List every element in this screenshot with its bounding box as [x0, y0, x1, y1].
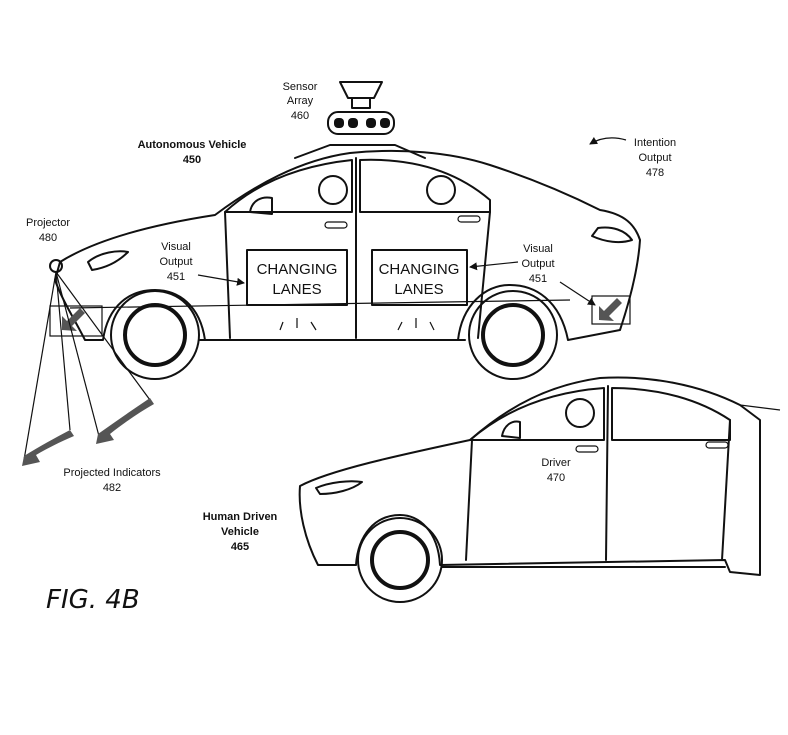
- intention-output-line2: Output: [638, 152, 671, 164]
- hv-body-outline: [298, 376, 761, 576]
- rear-arrow-panel: [591, 295, 631, 325]
- av-front-rim: [123, 303, 187, 367]
- driver-num: 470: [547, 472, 565, 484]
- autonomous-vehicle-num: 450: [183, 154, 201, 166]
- intention-output-line1: Intention: [634, 137, 676, 149]
- human-driven-vehicle-num: 465: [231, 541, 249, 553]
- av-rear-window: [359, 158, 491, 213]
- hv-rear-door-edge: [721, 419, 731, 561]
- label-visual-output-rear: Visual Output 451: [521, 243, 554, 285]
- front-arrow-icon: [62, 308, 85, 331]
- human-driven-vehicle: [298, 376, 781, 603]
- door-sign-rear-line1: CHANGING: [379, 261, 460, 278]
- visual-output-front-line1: Visual: [161, 241, 191, 253]
- hv-window-rear: [611, 387, 731, 441]
- hv-side-mirror: [501, 420, 521, 439]
- av-rear-rim: [481, 303, 545, 367]
- rear-arrow-icon: [599, 298, 622, 321]
- av-door-handle-rear: [457, 215, 481, 223]
- front-arrow-panel: [49, 305, 103, 337]
- av-tail-light: [591, 226, 633, 244]
- intention-output-arrow: [589, 136, 627, 145]
- door-sign-front: CHANGING LANES: [246, 249, 348, 331]
- projected-indicators-line1: Projected Indicators: [63, 467, 161, 479]
- hv-front-rim: [370, 530, 430, 590]
- hv-trunk-line: [739, 404, 781, 411]
- human-driven-vehicle-line1: Human Driven: [203, 511, 278, 523]
- projector: [23, 259, 151, 461]
- door-sign-front-line2: LANES: [272, 281, 321, 298]
- hv-front-wheel: [357, 517, 443, 603]
- projected-indicators-num: 482: [103, 482, 121, 494]
- human-driven-vehicle-line2: Vehicle: [221, 526, 259, 538]
- label-projected-indicators: Projected Indicators 482: [63, 467, 161, 494]
- av-side-mirror: [249, 196, 273, 215]
- label-driver: Driver 470: [541, 457, 571, 484]
- autonomous-vehicle: [54, 149, 641, 380]
- av-front-door-edge: [224, 211, 231, 339]
- door-sign-rear-line2: LANES: [394, 281, 443, 298]
- label-projector: Projector 480: [26, 217, 70, 244]
- sensor-array-line1: Sensor: [283, 81, 318, 93]
- projector-num: 480: [39, 232, 57, 244]
- leader-visual-output-rear-panel: [559, 281, 596, 306]
- sensor-array-line2: Array: [287, 95, 314, 107]
- av-occupant-front: [318, 175, 348, 205]
- figure-label: FIG. 4B: [46, 585, 140, 615]
- av-rear-door-edge: [477, 211, 491, 339]
- autonomous-vehicle-line1: Autonomous Vehicle: [138, 139, 247, 151]
- visual-output-rear-num: 451: [529, 273, 547, 285]
- visual-output-rear-line1: Visual: [523, 243, 553, 255]
- av-front-wheel: [110, 290, 200, 380]
- visual-output-front-line2: Output: [159, 256, 192, 268]
- hv-door-handle-rear: [705, 441, 729, 449]
- leader-visual-output-rear-sign: [469, 261, 519, 271]
- visual-output-front-num: 451: [167, 271, 185, 283]
- leader-visual-output-front: [197, 274, 245, 286]
- label-sensor-array: Sensor Array 460: [283, 81, 318, 122]
- av-window-frame: [224, 159, 353, 213]
- hv-window-front: [469, 387, 605, 441]
- visual-output-rear-line2: Output: [521, 258, 554, 270]
- projector-line1: Projector: [26, 217, 70, 229]
- hv-door-handle-front: [575, 445, 599, 453]
- sensor-array-num: 460: [291, 110, 309, 122]
- hv-headlight: [315, 480, 363, 495]
- label-human-driven-vehicle: Human Driven Vehicle 465: [203, 511, 278, 553]
- hv-front-door-edge: [465, 439, 473, 561]
- av-door-handle-front: [324, 221, 348, 229]
- label-visual-output-front: Visual Output 451: [159, 241, 192, 283]
- projected-indicators: [22, 398, 154, 466]
- av-rear-wheel: [468, 290, 558, 380]
- av-headlight: [87, 250, 129, 271]
- door-sign-rear: CHANGING LANES: [371, 249, 468, 331]
- driver-line1: Driver: [541, 457, 571, 469]
- hv-driver-head: [565, 398, 595, 428]
- label-intention-output: Intention Output 478: [634, 137, 676, 179]
- intention-output-num: 478: [646, 167, 664, 179]
- hv-door-divider: [605, 385, 609, 561]
- av-occupant-rear: [426, 175, 456, 205]
- sensor-array: [294, 81, 426, 159]
- door-sign-front-line1: CHANGING: [257, 261, 338, 278]
- label-autonomous-vehicle: Autonomous Vehicle 450: [138, 139, 247, 166]
